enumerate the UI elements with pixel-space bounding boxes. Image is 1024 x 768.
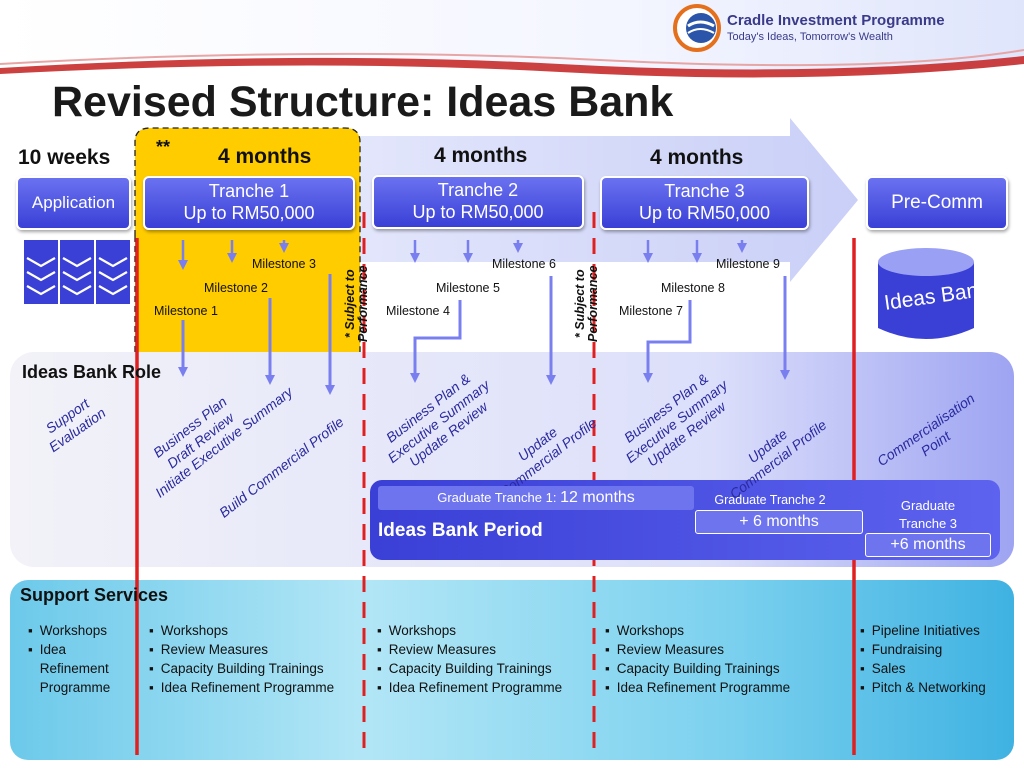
ideas-bank-period-label: Ideas Bank Period <box>378 520 543 541</box>
tranche-2-box: Tranche 2 Up to RM50,000 <box>372 175 584 229</box>
milestone-5: Milestone 5 <box>436 281 500 295</box>
duration-tranche-3: 4 months <box>650 146 744 169</box>
ideas-bank-role-heading: Ideas Bank Role <box>22 362 162 382</box>
milestone-1: Milestone 1 <box>154 304 218 318</box>
tranche-1-amount: Up to RM50,000 <box>183 203 315 223</box>
list-item: ▪ Fundraising <box>860 642 943 657</box>
support-list-tranche-2: ▪ Workshops ▪ Review Measures ▪ Capacity… <box>377 621 562 697</box>
pre-comm-box: Pre-Comm <box>866 176 1008 230</box>
list-item: ▪ Review Measures <box>149 642 269 657</box>
list-item: ▪ Capacity Building Trainings <box>605 661 780 676</box>
milestone-8: Milestone 8 <box>661 281 725 295</box>
graduate-tranche-1: Graduate Tranche 1: 12 months <box>378 486 694 510</box>
duration-10-weeks: 10 weeks <box>18 146 111 169</box>
support-services-heading: Support Services <box>20 585 169 605</box>
milestone-4: Milestone 4 <box>386 304 450 318</box>
list-item: ▪ Capacity Building Trainings <box>149 661 324 676</box>
milestone-9: Milestone 9 <box>716 257 780 271</box>
support-list-tranche-1: ▪ Workshops ▪ Review Measures ▪ Capacity… <box>149 621 334 697</box>
list-item: ▪ Workshops <box>377 623 457 638</box>
list-item: ▪ Pipeline Initiatives <box>860 623 980 638</box>
support-list-pre-comm: ▪ Pipeline Initiatives ▪ Fundraising ▪ S… <box>860 621 986 697</box>
list-item: ▪ Workshops <box>28 623 108 638</box>
milestone-6: Milestone 6 <box>492 257 556 271</box>
tranche-1-title: Tranche 1 <box>208 181 290 202</box>
page-title: Revised Structure: Ideas Bank <box>52 78 674 126</box>
list-item: ▪ Idea <box>28 642 67 657</box>
tranche-3-title: Tranche 3 <box>664 181 745 202</box>
list-item: ▪ Idea Refinement Programme <box>605 680 791 695</box>
milestone-2: Milestone 2 <box>204 281 268 295</box>
tranche-1-box: Tranche 1 Up to RM50,000 <box>143 176 355 230</box>
list-item: ▪ Sales <box>860 661 906 676</box>
support-list-tranche-3: ▪ Workshops ▪ Review Measures ▪ Capacity… <box>605 621 790 697</box>
list-item: ▪ Workshops <box>605 623 685 638</box>
list-item: ▪ Capacity Building Trainings <box>377 661 552 676</box>
list-item: ▪ Review Measures <box>377 642 497 657</box>
list-item: ▪ Review Measures <box>605 642 725 657</box>
support-list-application: ▪ Workshops ▪ Idea Refinement Programme <box>28 621 110 697</box>
list-item: ▪ Idea Refinement Programme <box>149 680 335 695</box>
graduate-tranche-2-label: Graduate Tranche 2 <box>714 493 826 507</box>
list-item: ▪ Pitch & Networking <box>860 680 986 695</box>
logo-name: Cradle Investment Programme <box>727 12 945 29</box>
list-item: ▪ Workshops <box>149 623 229 638</box>
application-box: Application <box>16 176 131 230</box>
tranche-3-box: Tranche 3 Up to RM50,000 <box>600 176 809 230</box>
tranche-2-amount: Up to RM50,000 <box>412 202 544 222</box>
list-item: Programme <box>39 680 111 695</box>
duration-tranche-2: 4 months <box>434 144 528 167</box>
graduate-tranche-2-value: + 6 months <box>695 510 863 534</box>
asterisks-note: ** <box>156 137 171 157</box>
milestone-7: Milestone 7 <box>619 304 683 318</box>
logo-tagline: Today's Ideas, Tomorrow's Wealth <box>727 31 893 43</box>
graduate-tranche-3-value: +6 months <box>865 533 991 557</box>
milestone-3: Milestone 3 <box>252 257 316 271</box>
list-item: Refinement <box>39 661 109 676</box>
list-item: ▪ Idea Refinement Programme <box>377 680 563 695</box>
duration-tranche-1: 4 months <box>218 145 312 168</box>
tranche-3-amount: Up to RM50,000 <box>638 203 771 223</box>
tranche-2-title: Tranche 2 <box>437 180 519 201</box>
